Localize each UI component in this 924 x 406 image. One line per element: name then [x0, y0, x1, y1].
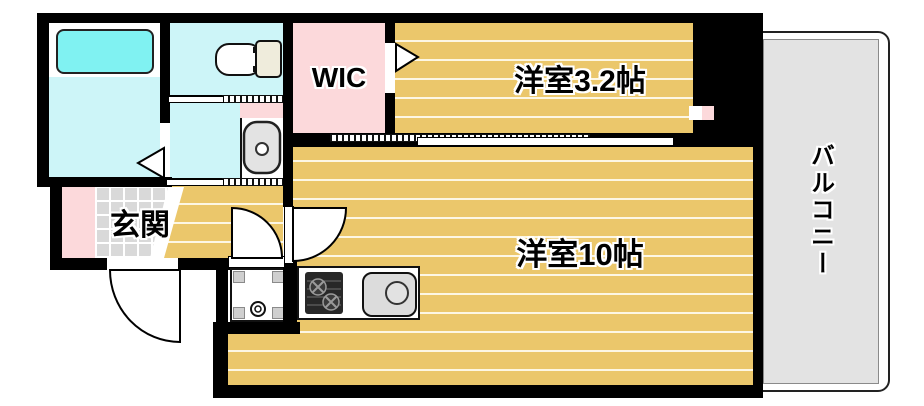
- gas-stove-icon: [305, 272, 343, 314]
- wic-door-opening: [385, 43, 395, 93]
- sliding-door-track: [222, 178, 283, 186]
- entrance-pink-strip: [62, 187, 95, 258]
- sliding-door-panel: [168, 96, 224, 103]
- wall: [50, 258, 107, 270]
- western-room-3-2-floor: [395, 23, 693, 133]
- washbasin-unit: [240, 118, 285, 178]
- wall: [37, 13, 49, 187]
- sink-drain: [385, 281, 409, 305]
- sliding-door-panel: [166, 179, 224, 186]
- wic-floor: [293, 23, 385, 133]
- bathroom-door-opening: [160, 123, 170, 177]
- wall: [213, 322, 228, 398]
- western-room-10-floor: [228, 143, 763, 385]
- sliding-door-track: [222, 95, 283, 103]
- wall: [160, 23, 170, 123]
- wall-column: [693, 13, 763, 143]
- door-leaf: [284, 206, 294, 264]
- bathtub-icon: [56, 29, 154, 74]
- wall: [37, 13, 763, 23]
- washroom-counter: [240, 103, 283, 122]
- wall: [213, 322, 300, 334]
- wall: [283, 260, 297, 334]
- toilet-room-floor: [170, 23, 283, 95]
- pan-corner: [233, 271, 245, 283]
- wall: [753, 133, 763, 398]
- door-threshold: [228, 256, 285, 268]
- wall-notch-pink: [702, 106, 714, 120]
- wall: [50, 177, 62, 270]
- wall: [213, 385, 763, 398]
- wall: [283, 187, 293, 207]
- wall-notch: [689, 106, 702, 120]
- pan-corner: [233, 307, 245, 319]
- sliding-door-panel: [417, 137, 674, 146]
- wall: [283, 13, 293, 187]
- wall: [216, 258, 228, 334]
- entrance-door-arc: [108, 269, 181, 344]
- wall: [37, 177, 172, 187]
- balcony-floor: [763, 39, 879, 384]
- washing-machine-pan-icon: [230, 268, 287, 322]
- entrance-door-opening: [107, 258, 178, 270]
